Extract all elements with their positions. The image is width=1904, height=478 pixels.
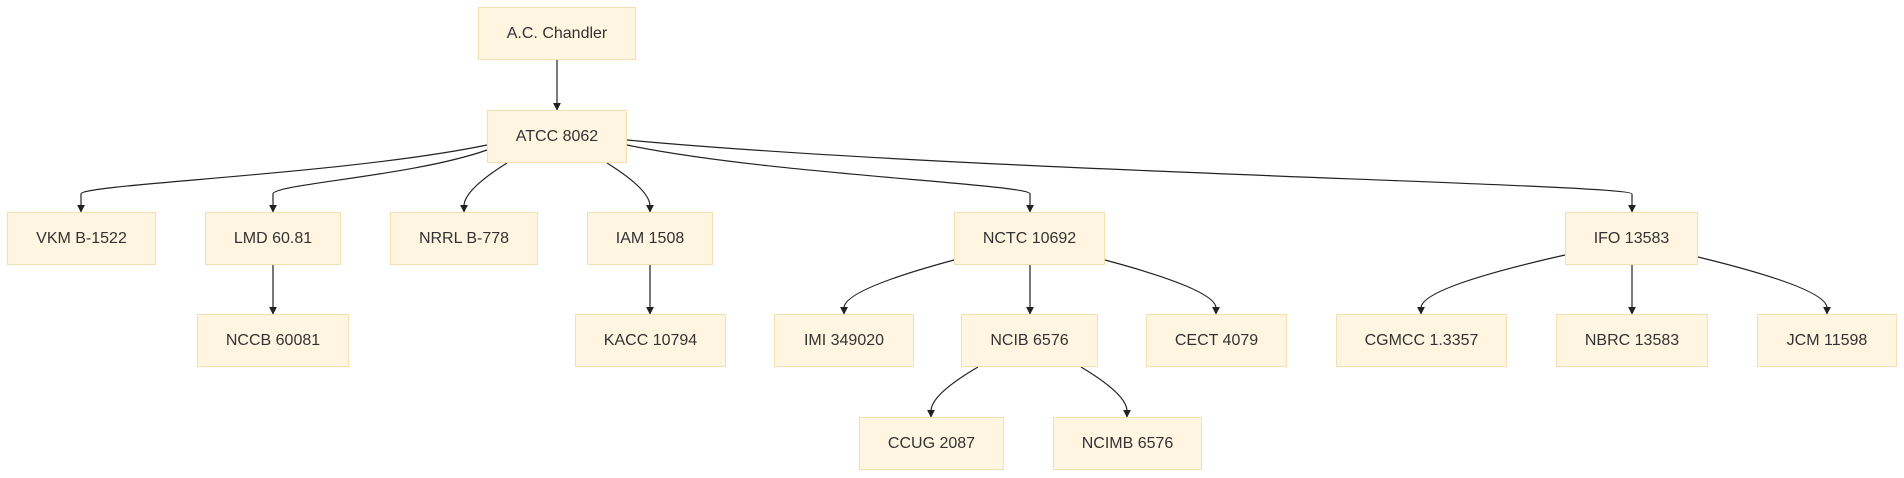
node-cect-4079: CECT 4079 bbox=[1146, 314, 1287, 367]
edge-atcc-to-lmd bbox=[269, 149, 488, 213]
node-atcc-8062: ATCC 8062 bbox=[487, 110, 627, 163]
node-vkm-b-1522: VKM B-1522 bbox=[7, 212, 156, 265]
node-nccb-60081: NCCB 60081 bbox=[197, 314, 349, 367]
node-ccug-2087: CCUG 2087 bbox=[859, 417, 1004, 470]
node-imi-349020: IMI 349020 bbox=[774, 314, 914, 367]
edge-ifo-to-jcm bbox=[1697, 256, 1831, 315]
edge-atcc-to-nctc bbox=[626, 144, 1034, 213]
node-ncimb-6576: NCIMB 6576 bbox=[1053, 417, 1202, 470]
edge-nctc-to-imi bbox=[840, 259, 955, 315]
edge-atcc-to-nrrl bbox=[460, 162, 508, 213]
node-lmd-60-81: LMD 60.81 bbox=[205, 212, 341, 265]
node-kacc-10794: KACC 10794 bbox=[575, 314, 726, 367]
edge-nctc-to-cect bbox=[1104, 259, 1220, 315]
node-jcm-11598: JCM 11598 bbox=[1757, 314, 1897, 367]
node-cgmcc-1-3357: CGMCC 1.3357 bbox=[1336, 314, 1507, 367]
node-nctc-10692: NCTC 10692 bbox=[954, 212, 1105, 265]
edge-ncib-to-ccug bbox=[927, 366, 979, 418]
node-a-c-chandler: A.C. Chandler bbox=[478, 7, 636, 60]
node-ncib-6576: NCIB 6576 bbox=[961, 314, 1098, 367]
edge-ncib-to-ncimb bbox=[1080, 366, 1131, 418]
edge-ifo-to-cgmcc bbox=[1417, 254, 1566, 315]
node-nbrc-13583: NBRC 13583 bbox=[1556, 314, 1708, 367]
edge-atcc-to-vkm bbox=[77, 144, 488, 213]
edge-atcc-to-ifo bbox=[626, 139, 1636, 213]
node-nrrl-b-778: NRRL B-778 bbox=[390, 212, 538, 265]
node-ifo-13583: IFO 13583 bbox=[1565, 212, 1698, 265]
edge-atcc-to-iam bbox=[606, 162, 654, 213]
node-iam-1508: IAM 1508 bbox=[587, 212, 713, 265]
